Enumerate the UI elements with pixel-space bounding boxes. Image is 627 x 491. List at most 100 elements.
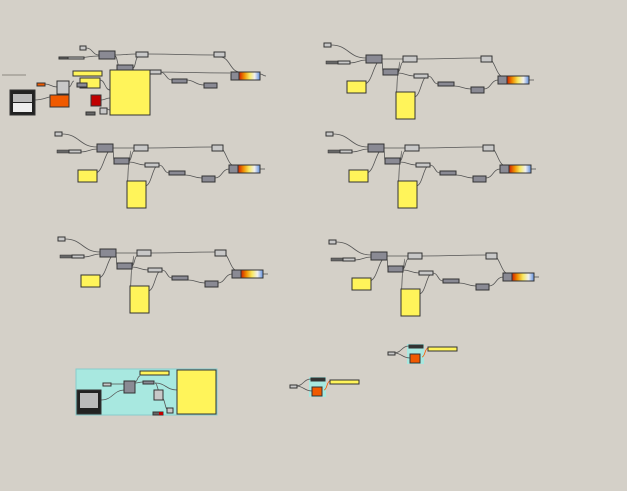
component[interactable]: [116, 262, 133, 270]
panel[interactable]: [80, 274, 101, 288]
gradient-component[interactable]: [231, 269, 242, 279]
gradient-component[interactable]: [228, 164, 239, 174]
param[interactable]: [480, 55, 493, 63]
param[interactable]: [153, 389, 164, 401]
component[interactable]: [442, 278, 460, 284]
param[interactable]: [133, 144, 149, 152]
param[interactable]: [289, 384, 298, 389]
number-slider[interactable]: [68, 149, 82, 154]
number-slider-handle[interactable]: [325, 60, 339, 65]
number-slider-handle[interactable]: [327, 149, 341, 154]
param[interactable]: [387, 351, 396, 356]
param[interactable]: [402, 55, 418, 63]
param[interactable]: [211, 144, 224, 152]
param[interactable]: [136, 249, 152, 257]
component[interactable]: [142, 380, 155, 385]
panel[interactable]: [139, 370, 170, 376]
gradient-preview[interactable]: [506, 75, 530, 85]
component[interactable]: [439, 170, 457, 176]
panel[interactable]: [329, 379, 360, 385]
number-slider-handle[interactable]: [59, 254, 73, 259]
number-slider[interactable]: [339, 149, 353, 154]
panel[interactable]: [397, 180, 418, 209]
component[interactable]: [367, 143, 385, 153]
param[interactable]: [485, 252, 498, 260]
panel[interactable]: [351, 277, 372, 291]
param-small[interactable]: [54, 131, 63, 137]
param-small[interactable]: [323, 42, 332, 48]
panel[interactable]: [77, 169, 98, 183]
number-slider[interactable]: [337, 60, 351, 65]
component[interactable]: [470, 86, 485, 94]
param[interactable]: [214, 249, 227, 257]
param[interactable]: [407, 252, 423, 260]
gradient-component[interactable]: [497, 75, 508, 85]
component[interactable]: [310, 377, 326, 382]
component[interactable]: [168, 170, 186, 176]
component[interactable]: [387, 265, 404, 273]
component[interactable]: [365, 54, 383, 64]
red-component[interactable]: [90, 94, 102, 107]
button-component[interactable]: [409, 353, 421, 364]
panel-large[interactable]: [176, 369, 217, 415]
component[interactable]: [203, 82, 218, 89]
param[interactable]: [135, 51, 149, 58]
component[interactable]: [382, 68, 399, 76]
component[interactable]: [475, 283, 490, 291]
param[interactable]: [418, 270, 434, 276]
component[interactable]: [123, 380, 136, 394]
gradient-preview[interactable]: [237, 164, 261, 174]
gradient-preview[interactable]: [511, 272, 535, 282]
param[interactable]: [415, 162, 431, 168]
gradient-component[interactable]: [230, 71, 240, 81]
component[interactable]: [171, 275, 189, 281]
component[interactable]: [384, 157, 401, 165]
param[interactable]: [166, 407, 174, 414]
number-slider-handle[interactable]: [58, 56, 69, 60]
param[interactable]: [147, 267, 163, 273]
panel[interactable]: [72, 70, 103, 77]
component[interactable]: [408, 344, 424, 349]
param-small[interactable]: [57, 236, 66, 242]
component[interactable]: [201, 175, 216, 183]
panel[interactable]: [126, 180, 147, 209]
panel[interactable]: [400, 288, 421, 317]
panel[interactable]: [348, 169, 369, 183]
toggle[interactable]: [36, 82, 46, 87]
gradient-preview[interactable]: [240, 269, 264, 279]
gradient-component[interactable]: [499, 164, 510, 174]
param[interactable]: [482, 144, 495, 152]
param[interactable]: [102, 382, 112, 387]
panel[interactable]: [427, 346, 458, 352]
param[interactable]: [404, 144, 420, 152]
param-small[interactable]: [328, 239, 337, 245]
component[interactable]: [370, 251, 388, 261]
param-small[interactable]: [85, 111, 96, 116]
component[interactable]: [99, 248, 117, 258]
component[interactable]: [472, 175, 487, 183]
panel[interactable]: [346, 80, 367, 94]
component[interactable]: [96, 143, 114, 153]
button-component[interactable]: [311, 386, 323, 397]
param[interactable]: [413, 73, 429, 79]
number-slider[interactable]: [71, 254, 85, 259]
gradient-component[interactable]: [502, 272, 513, 282]
param-small[interactable]: [325, 131, 334, 137]
component[interactable]: [171, 78, 188, 84]
component[interactable]: [437, 81, 455, 87]
param[interactable]: [213, 51, 226, 58]
component[interactable]: [98, 50, 116, 60]
number-slider[interactable]: [342, 257, 356, 262]
number-slider[interactable]: [67, 56, 85, 60]
number-slider-handle[interactable]: [56, 149, 70, 154]
param[interactable]: [149, 69, 162, 75]
component[interactable]: [204, 280, 219, 288]
button-component[interactable]: [49, 94, 70, 108]
component[interactable]: [76, 82, 88, 88]
param[interactable]: [144, 162, 160, 168]
gradient-preview[interactable]: [508, 164, 532, 174]
panel-large[interactable]: [109, 69, 151, 116]
number-slider-handle[interactable]: [330, 257, 344, 262]
